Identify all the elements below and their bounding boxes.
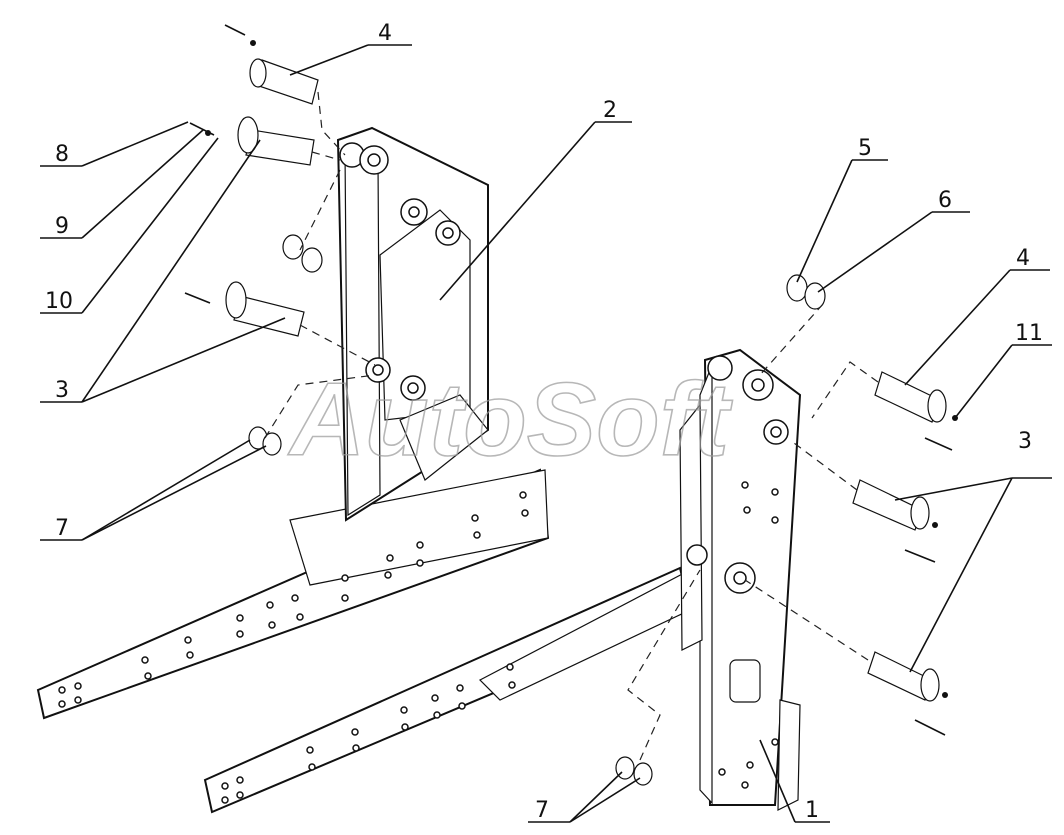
watermark-text: AutoSoft xyxy=(287,362,733,478)
callout-10: 10 xyxy=(45,289,73,314)
right-frame-assembly xyxy=(203,348,802,814)
left-arm-holes xyxy=(58,491,529,708)
callout-4-top: 4 xyxy=(378,21,392,46)
right-arm-holes xyxy=(221,481,779,804)
left-frame-assembly xyxy=(36,126,550,720)
callout-6: 6 xyxy=(938,188,952,213)
callout-3-left: 3 xyxy=(55,378,69,403)
callouts: 4 2 8 9 10 3 7 5 6 4 11 3 xyxy=(40,21,1052,823)
callout-4-right: 4 xyxy=(1016,246,1030,271)
callout-7-left: 7 xyxy=(55,516,69,541)
callout-8: 8 xyxy=(55,142,69,167)
loose-parts xyxy=(184,24,958,786)
callout-2: 2 xyxy=(603,98,617,123)
callout-7-bottom: 7 xyxy=(535,798,549,823)
callout-9: 9 xyxy=(55,214,69,239)
assembly-dashed-lines xyxy=(264,91,879,761)
callout-5: 5 xyxy=(858,136,872,161)
callout-11: 11 xyxy=(1015,321,1043,346)
callout-1: 1 xyxy=(805,798,819,823)
callout-3-right: 3 xyxy=(1018,429,1032,454)
